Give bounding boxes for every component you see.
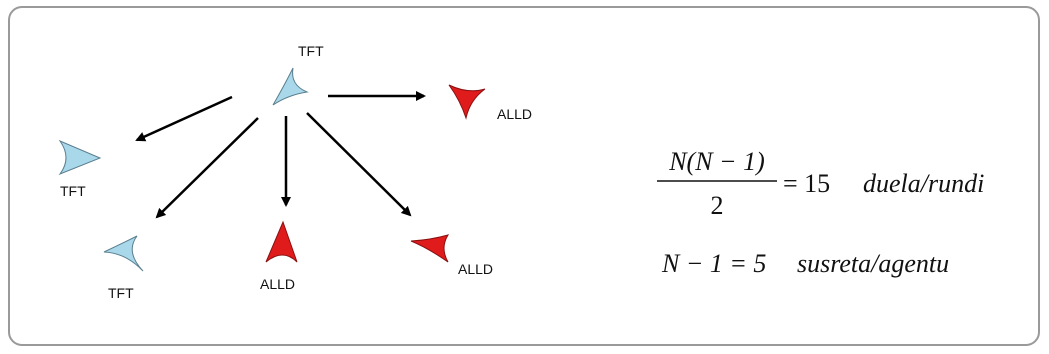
- formula2-unit: susreta/agentu: [797, 249, 949, 278]
- agent-right-label: ALLD: [497, 106, 532, 122]
- agent-bottom-alld-icon: [265, 220, 298, 263]
- edge-center-to-bottom-left: [155, 117, 259, 219]
- edge-center-to-bottom-right: [306, 112, 412, 217]
- agent-center-tft-icon: [272, 67, 309, 106]
- formula1-equals: = 15: [783, 169, 830, 198]
- agent-bottom-left-label: TFT: [108, 285, 134, 301]
- agent-center-label: TFT: [298, 43, 324, 59]
- formula-meetings-per-agent: N − 1 = 5 susreta/agentu: [661, 249, 949, 278]
- agent-right-alld-icon: [448, 84, 486, 120]
- formula1-unit: duela/rundi: [863, 169, 984, 198]
- formula-duels-per-round: N(N − 1) 2 = 15 duela/rundi: [657, 147, 984, 220]
- diagram-frame: [8, 6, 1040, 346]
- agent-bottom-right-alld-icon: [410, 234, 450, 263]
- agent-bottom-label: ALLD: [260, 276, 295, 292]
- formula1-numerator: N(N − 1): [668, 147, 765, 176]
- agent-left-label: TFT: [60, 183, 86, 199]
- agent-bottom-left-tft-icon: [103, 235, 144, 272]
- formula2-lhs: N − 1 = 5: [661, 249, 766, 278]
- edge-center-to-left: [135, 95, 233, 142]
- agent-left-tft-icon: [58, 139, 102, 176]
- agent-bottom-right-label: ALLD: [458, 261, 493, 277]
- formula1-denominator: 2: [711, 191, 724, 220]
